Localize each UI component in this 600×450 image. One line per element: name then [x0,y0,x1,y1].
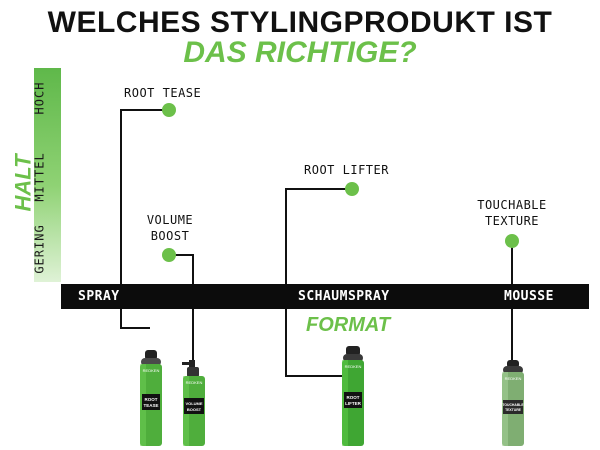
can-label-line2: BOOST [187,407,202,412]
product-label-root-tease: ROOT TEASE [124,86,202,100]
format-axis-title: FORMAT [306,314,391,336]
product-label-root-lifter: ROOT LIFTER [304,163,389,177]
root-lifter-connector [285,188,352,377]
product-can-root-lifter: REDKEN ROOT LIFTER [342,346,364,446]
can-label-line2: TEXTURE [505,408,522,412]
root-tease-connector [120,109,169,329]
can-brand: REDKEN [505,376,522,381]
volume-boost-dot [162,248,176,262]
page-subtitle: DAS RICHTIGE? [183,36,417,69]
product-can-volume-boost: REDKEN VOLUME BOOST [182,360,205,446]
can-brand: REDKEN [345,364,362,369]
volume-boost-connector [169,254,194,362]
hold-gradient-bar [34,68,61,282]
root-tease-dot [162,103,176,117]
can-label-line2: LIFTER [345,401,361,406]
can-label-line1: ROOT [347,395,360,400]
root-lifter-dot [345,182,359,196]
touchable-texture-dot [505,234,519,248]
format-mousse: MOUSSE [504,289,554,304]
can-label-line1: ROOT [145,397,158,402]
format-schaumspray: SCHAUMSPRAY [298,289,390,304]
can-label-line2: TEASE [143,403,158,408]
product-label-volume-boost: VOLUME BOOST [146,213,194,243]
product-label-touchable-texture: TOUCHABLE TEXTURE [477,198,547,228]
format-bar [61,284,589,309]
can-brand: REDKEN [186,380,203,385]
product-can-root-tease: REDKEN ROOT TEASE [140,350,162,446]
product-can-touchable-texture: REDKEN TOUCHABLE TEXTURE [502,360,524,446]
page-title: WELCHES STYLINGPRODUKT IST [47,6,553,39]
format-spray: SPRAY [78,289,120,304]
can-brand: REDKEN [143,368,160,373]
can-label-line1: VOLUME [185,401,202,406]
can-label-line1: TOUCHABLE [502,403,524,407]
